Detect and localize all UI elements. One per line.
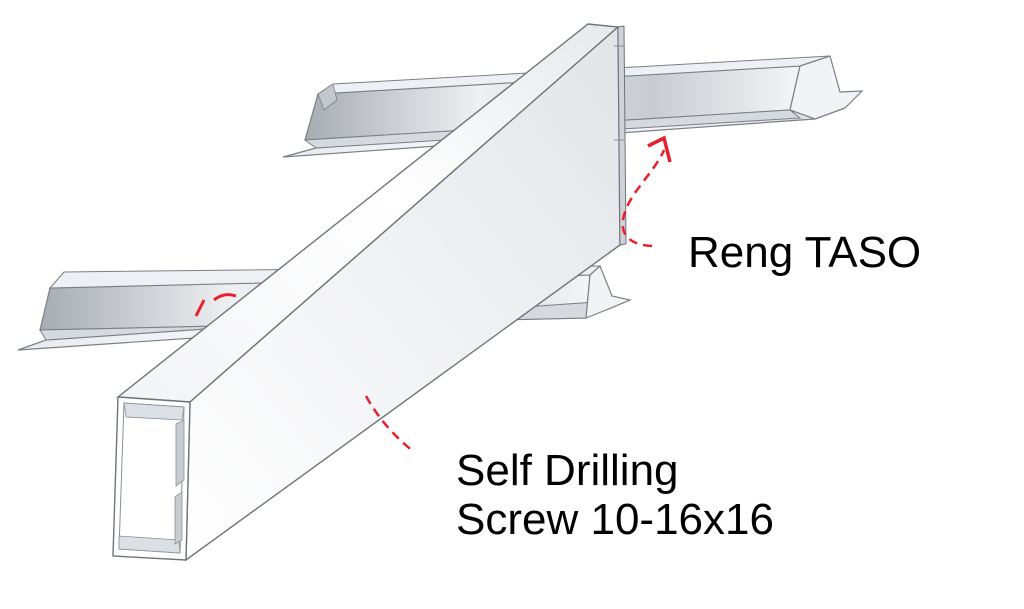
reng-callout-arrow [621,135,672,248]
screw-label: Self Drilling Screw 10-16x16 [456,446,774,545]
screw-callout-line [364,395,415,453]
reng-taso-label: Reng TASO [688,228,922,277]
screw-label-line1: Self Drilling [456,446,679,495]
screw-marker-left [194,293,237,317]
c-channel-rafter [112,23,627,562]
screw-label-line2: Screw 10-16x16 [456,495,774,545]
